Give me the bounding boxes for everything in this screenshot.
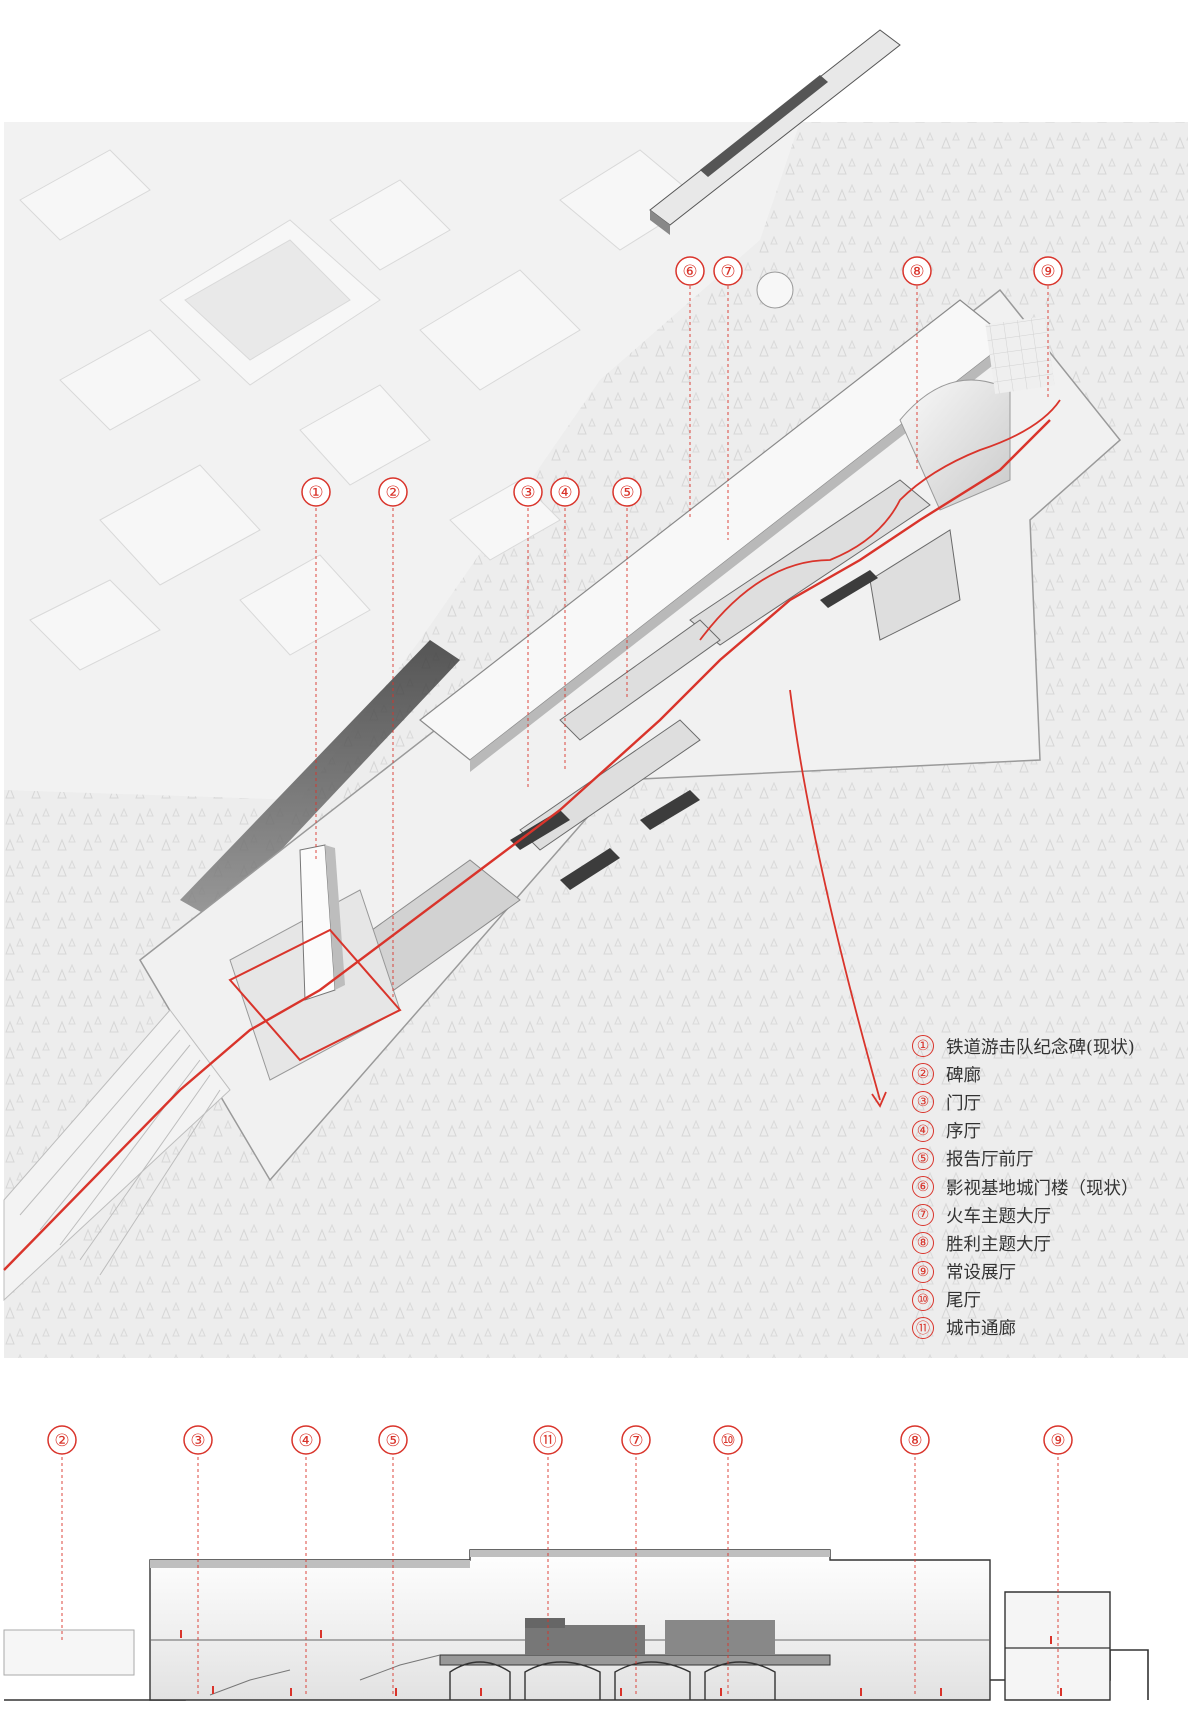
building-section (3, 1549, 1149, 1701)
legend-item-3: ③ 门厅 (912, 1088, 1182, 1116)
legend-label: 门厅 (946, 1093, 981, 1114)
section-marker-3: ③ (183, 1425, 213, 1455)
plan-marker-8: ⑧ (902, 256, 932, 286)
building-shadow (180, 640, 460, 920)
section-annex (1004, 1591, 1111, 1701)
legend-label: 火车主题大厅 (946, 1206, 1051, 1227)
section-marker-4: ④ (291, 1425, 321, 1455)
plan-marker-6: ⑥ (675, 256, 705, 286)
section-marker-4-label: ④ (298, 1431, 313, 1451)
dark-rooms (510, 570, 878, 890)
legend-label: 胜利主题大厅 (946, 1234, 1051, 1255)
section-marker-8: ⑧ (900, 1425, 930, 1455)
legend-item-11: ⑪ 城市通廊 (912, 1314, 1182, 1342)
legend-number: ⑪ (912, 1316, 934, 1339)
legend-label: 报告厅前厅 (946, 1150, 1034, 1171)
legend-number: ⑥ (912, 1176, 934, 1199)
section-marker-11: ⑪ (533, 1425, 563, 1455)
plan-markers: ① ② ③ ④ ⑤ ⑥ ⑦ ⑧ ⑨ (301, 256, 1063, 507)
section-marker-3-label: ③ (190, 1431, 205, 1451)
legend-label: 影视基地城门楼（现状） (946, 1178, 1139, 1199)
section-marker-9: ⑨ (1043, 1425, 1073, 1455)
section-marker-10-label: ⑩ (720, 1431, 735, 1451)
legend-number: ④ (912, 1119, 934, 1142)
plan-marker-1-label: ① (308, 483, 323, 503)
legend-number: ⑦ (912, 1204, 934, 1227)
legend-label: 碑廊 (946, 1065, 981, 1086)
legend-number: ② (912, 1063, 934, 1086)
plan-marker-3: ③ (513, 477, 543, 507)
section-marker-7: ⑦ (621, 1425, 651, 1455)
section-marker-5-label: ⑤ (385, 1431, 400, 1451)
plan-marker-7-label: ⑦ (720, 262, 735, 282)
section-leaders (61, 1457, 1059, 1695)
plan-marker-5: ⑤ (612, 477, 642, 507)
legend-label: 城市通廊 (946, 1319, 1016, 1340)
plan-marker-1: ① (301, 477, 331, 507)
section-figures (180, 1630, 1062, 1696)
rail-bridge (649, 29, 901, 235)
legend-number: ⑤ (912, 1147, 934, 1170)
plan-marker-7: ⑦ (713, 256, 743, 286)
section-markers: ② ③ ④ ⑤ ⑪ ⑦ ⑩ ⑧ ⑨ (47, 1425, 1073, 1455)
legend-item-6: ⑥ 影视基地城门楼（现状） (912, 1173, 1182, 1201)
legend-item-10: ⑩ 尾厅 (912, 1286, 1182, 1314)
legend-item-4: ④ 序厅 (912, 1117, 1182, 1145)
plan-marker-2: ② (378, 477, 408, 507)
legend-item-8: ⑧ 胜利主题大厅 (912, 1229, 1182, 1257)
visitor-route (3, 419, 1051, 1271)
section-marker-11-label: ⑪ (540, 1431, 557, 1451)
section-marker-10: ⑩ (713, 1425, 743, 1455)
section-marker-2-label: ② (54, 1431, 69, 1451)
plan-leaders (315, 286, 1049, 1000)
legend-label: 尾厅 (946, 1291, 981, 1312)
legend-number: ⑧ (912, 1232, 934, 1255)
legend-item-5: ⑤ 报告厅前厅 (912, 1145, 1182, 1173)
monument (229, 844, 401, 1081)
section-marker-9-label: ⑨ (1050, 1431, 1065, 1451)
legend-number: ⑩ (912, 1288, 934, 1311)
plan-marker-2-label: ② (385, 483, 400, 503)
plan-marker-9-label: ⑨ (1040, 262, 1055, 282)
legend-item-7: ⑦ 火车主题大厅 (912, 1201, 1182, 1229)
route-loop-2 (699, 399, 1061, 641)
plan-marker-5-label: ⑤ (619, 483, 634, 503)
plan-marker-9: ⑨ (1033, 256, 1063, 286)
site-plan (3, 29, 1188, 1358)
legend-number: ③ (912, 1091, 934, 1114)
plan-marker-8-label: ⑧ (909, 262, 924, 282)
locomotive (525, 1618, 775, 1655)
gate-tower (756, 271, 794, 309)
section-marker-8-label: ⑧ (907, 1431, 922, 1451)
plan-marker-4-label: ④ (557, 483, 572, 503)
city-buildings (19, 149, 701, 671)
legend-number: ⑨ (912, 1260, 934, 1283)
street-route (789, 689, 881, 1101)
section-marker-2: ② (47, 1425, 77, 1455)
legend-label: 铁道游击队纪念碑(现状) (946, 1037, 1135, 1058)
plan-marker-3-label: ③ (520, 483, 535, 503)
plan-marker-6-label: ⑥ (682, 262, 697, 282)
legend-label: 序厅 (946, 1122, 981, 1143)
legend-number: ① (912, 1035, 934, 1058)
section-marker-5: ⑤ (378, 1425, 408, 1455)
legend: ① 铁道游击队纪念碑(现状) ② 碑廊 ③ 门厅 ④ 序厅 ⑤ 报告厅前厅 ⑥ … (912, 1032, 1182, 1342)
section-marker-7-label: ⑦ (628, 1431, 643, 1451)
legend-item-1: ① 铁道游击队纪念碑(现状) (912, 1032, 1182, 1060)
legend-item-9: ⑨ 常设展厅 (912, 1258, 1182, 1286)
route-loop (228, 928, 402, 1062)
grid-courtyard (985, 316, 1055, 394)
legend-item-2: ② 碑廊 (912, 1060, 1182, 1088)
plan-marker-4: ④ (550, 477, 580, 507)
legend-label: 常设展厅 (946, 1263, 1016, 1284)
